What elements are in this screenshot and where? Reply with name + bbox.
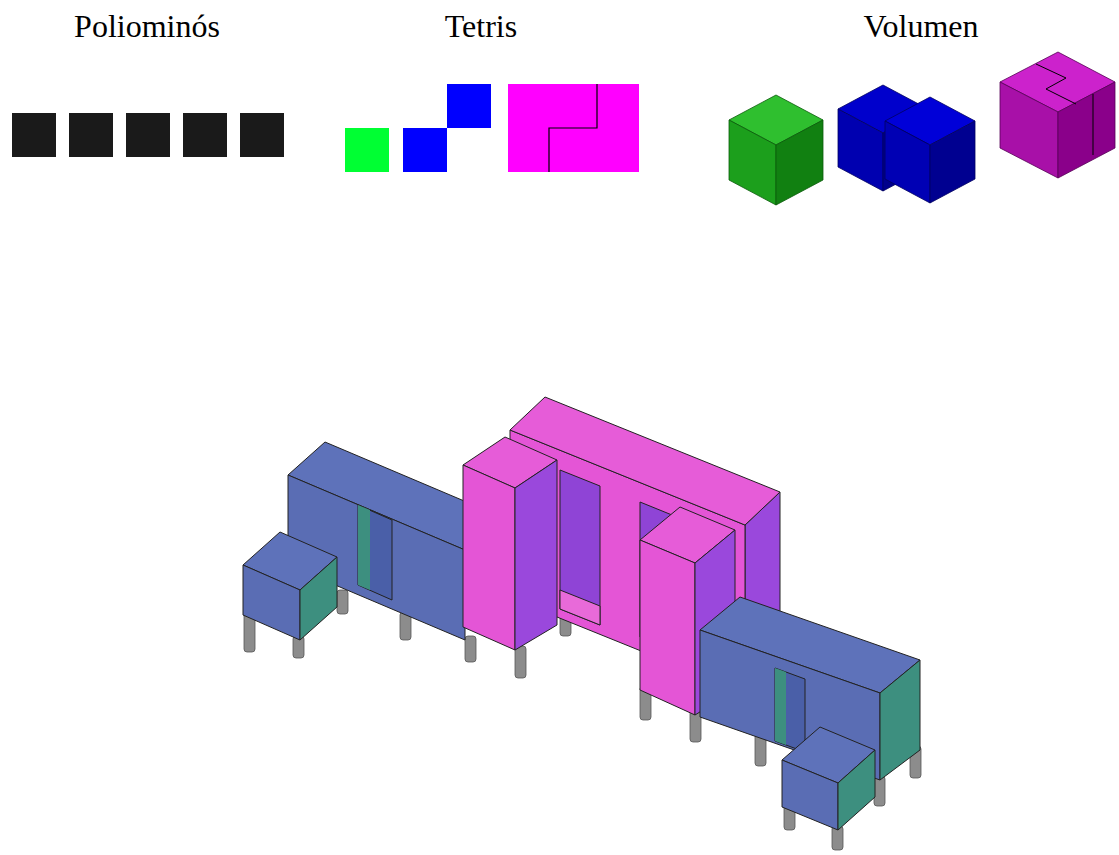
cube-left (885, 121, 930, 203)
pink-tower (463, 437, 557, 650)
tower-side (515, 460, 557, 650)
pillar (515, 646, 526, 678)
green-cube (729, 95, 823, 205)
pillars (244, 590, 921, 850)
blue-square (403, 128, 447, 172)
square (12, 113, 56, 157)
right-small-cube (782, 727, 875, 830)
door (358, 505, 392, 600)
blue-square (447, 84, 491, 128)
door-side (358, 505, 370, 590)
cube-side (300, 557, 337, 640)
magenta-block (508, 84, 639, 172)
magenta-cube (1000, 52, 1115, 178)
door (775, 668, 805, 752)
left-small-cube (243, 532, 337, 640)
polyomino-squares (12, 113, 284, 157)
square (126, 113, 170, 157)
cube-side (838, 750, 875, 830)
cube-right (930, 121, 975, 203)
cube-right (776, 120, 823, 205)
tetris-pieces (345, 84, 639, 172)
tower-front (640, 540, 695, 715)
frame-floor (560, 590, 600, 625)
split-line (1036, 64, 1076, 104)
blue-domino (838, 85, 975, 203)
door-side (775, 668, 786, 745)
pillar (337, 590, 348, 614)
pillar (465, 636, 476, 662)
section-heading: Tetris (445, 6, 517, 46)
cube-left (838, 109, 883, 191)
cube-front (782, 760, 838, 830)
cube-front (243, 565, 300, 640)
cube-left (1000, 82, 1058, 178)
block-side (880, 660, 920, 780)
section-heading: Volumen (864, 6, 979, 46)
square (183, 113, 227, 157)
tower-front (463, 465, 515, 650)
split-line (549, 84, 597, 172)
frame-opening (560, 470, 600, 625)
split-line (1093, 94, 1094, 155)
cube-right (1058, 82, 1115, 178)
square (240, 113, 284, 157)
cube-left (729, 120, 776, 205)
square (69, 113, 113, 157)
green-square (345, 128, 389, 172)
section-heading: Poliominós (74, 6, 220, 46)
